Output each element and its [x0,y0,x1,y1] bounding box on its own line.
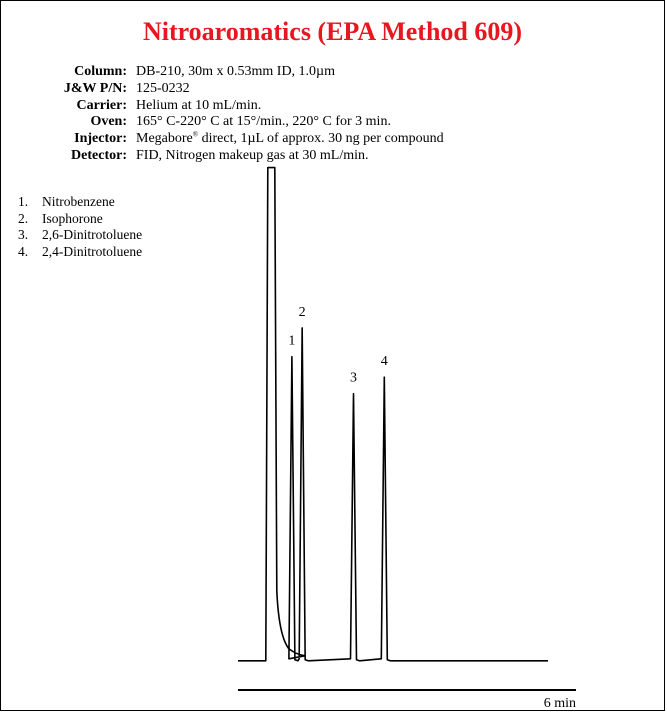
condition-label: Detector: [71,147,127,163]
legend-compound: 2,4-Dinitrotoluene [42,243,143,259]
condition-value: FID, Nitrogen makeup gas at 30 mL/min. [136,147,369,163]
condition-detector: Detector: FID, Nitrogen makeup gas at 30… [41,148,444,165]
injector-details: direct, 1µL of approx. 30 ng per compoun… [198,131,444,147]
peak-label: 4 [381,354,388,369]
condition-value: DB-210, 30m x 0.53mm ID, 1.0µm [136,64,336,79]
condition-label: Oven: [90,114,127,130]
condition-injector: Injector: Megabore® direct, 1µL of appro… [41,131,444,148]
peak-labels: 12 3 4 [288,305,387,386]
condition-label: Column: [74,64,127,79]
condition-label: J&W P/N: [63,80,127,96]
legend-number: 1. [18,194,29,209]
time-axis-label: 6 min [544,696,576,711]
method-conditions: Column: DB-210, 30m x 0.53mm ID, 1.0µm J… [41,64,444,165]
peak-label: 1 [288,334,295,349]
condition-oven: Oven: 165° C-220° C at 15°/min., 220° C … [41,114,444,131]
condition-label: Carrier: [76,97,127,113]
legend-item: 1. Nitrobenzene [15,194,142,211]
legend-compound: 2,6-Dinitrotoluene [42,227,143,242]
condition-part-number: J&W P/N: 125-0232 [41,81,444,98]
condition-value: 125-0232 [136,80,190,96]
peak-legend: 1. Nitrobenzene 2. Isophorone 3. 2,6-Dinitr… [15,194,142,260]
condition-value: Megabore® direct, 1µL of approx. 30 ng p… [136,131,444,148]
page-title: Nitroaromatics (EPA Method 609) [142,17,523,46]
legend-item: 3. 2,6-Dinitrotoluene [15,227,142,244]
legend-item: 4. 2,4-Dinitrotoluene [15,244,142,261]
legend-compound: Isophorone [42,210,103,226]
injector-brand: Megabore [136,131,193,147]
peak-label: 2 [299,305,306,320]
condition-value: 165° C-220° C at 15°/min., 220° C for 3 … [136,114,391,130]
legend-compound: Nitrobenzene [42,194,115,209]
chromatogram-trace [238,166,548,662]
legend-item: 2. Isophorone [15,211,142,228]
condition-carrier: Carrier: Helium at 10 mL/min. [41,98,444,115]
legend-number: 2. [18,210,29,226]
condition-value: Helium at 10 mL/min. [136,97,262,113]
peak-label: 3 [350,371,357,386]
legend-number: 4. [18,243,29,259]
condition-column: Column: DB-210, 30m x 0.53mm ID, 1.0µm [41,64,444,81]
registered-mark: ® [192,130,199,139]
legend-number: 3. [18,227,29,242]
condition-label: Injector: [74,131,127,147]
